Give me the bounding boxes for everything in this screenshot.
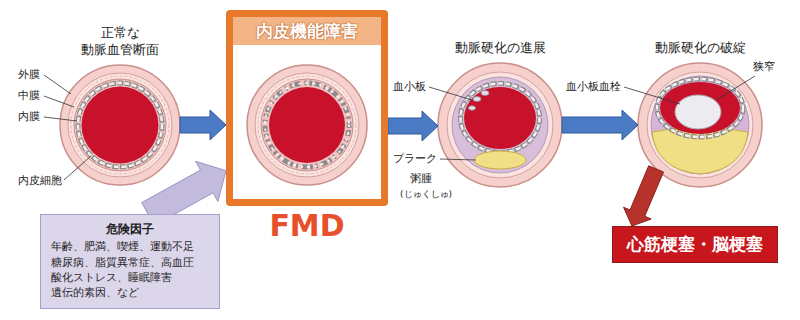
artery-section: 動脈硬化の破綻 [638, 63, 762, 187]
artery-section: 正常な 動脈血管断面 [60, 65, 180, 185]
section-heading: 動脈硬化の破綻 [655, 40, 746, 57]
risk-factor-box: 危険因子年齢、肥満、喫煙、運動不足 糖尿病、脂質異常症、高血圧 酸化ストレス、睡… [40, 214, 220, 309]
flow-arrow [388, 111, 438, 141]
ruptured-artery [624, 63, 762, 187]
method-label: FMD [226, 208, 388, 244]
dysfunction-artery [247, 65, 367, 185]
flow-arrow [562, 110, 638, 140]
part-name: 血小板血栓 [566, 80, 621, 93]
progressing-artery [429, 63, 562, 187]
part-name: 内皮細胞 [18, 174, 62, 187]
section-heading: 正常な 動脈血管断面 [75, 25, 166, 59]
part-name: プラーク [393, 152, 437, 165]
flow-arrow [180, 110, 226, 140]
section-heading: 動脈硬化の進展 [455, 40, 546, 57]
outcome-text: 心筋梗塞・脳梗塞 [627, 233, 763, 256]
leader-lines [44, 75, 91, 180]
outcome-box: 心筋梗塞・脳梗塞 [612, 226, 778, 263]
highlight-box: 内皮機能障害 [226, 10, 388, 206]
normal-artery [60, 65, 180, 185]
outcome-arrow [624, 166, 664, 226]
part-name: 血小板 [393, 80, 426, 93]
part-name: 中膜 [18, 89, 40, 102]
part-name: 狭窄 [753, 60, 775, 73]
part-name: 内膜 [18, 110, 40, 123]
part-name: 外膜 [18, 68, 40, 81]
box-body: 年齢、肥満、喫煙、運動不足 糖尿病、脂質異常症、高血圧 酸化ストレス、睡眠障害 … [51, 239, 209, 301]
reading-note: (じゅくしゅ) [400, 189, 452, 200]
artery-section: 動脈硬化の進展 [438, 63, 562, 187]
part-name: 粥腫 [410, 172, 432, 185]
box-heading: 危険因子 [51, 221, 209, 237]
box-heading: 内皮機能障害 [233, 17, 381, 45]
